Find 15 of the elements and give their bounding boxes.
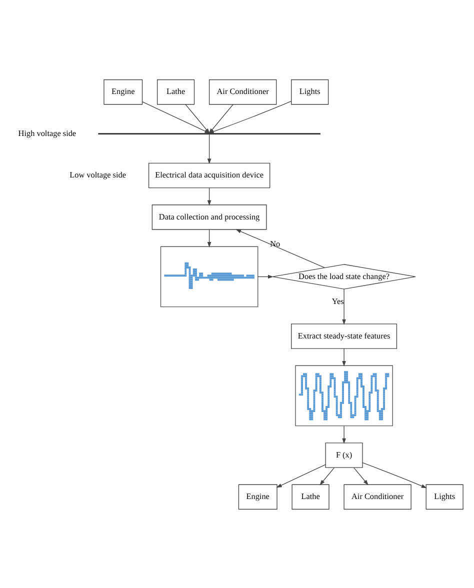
arrow bbox=[276, 464, 326, 488]
arrow bbox=[342, 425, 346, 444]
arrow bbox=[207, 187, 212, 206]
picture bbox=[160, 246, 258, 307]
arrow bbox=[362, 462, 427, 488]
picture bbox=[295, 364, 393, 426]
arrow bbox=[207, 228, 212, 248]
arrow bbox=[258, 274, 274, 278]
arrow bbox=[353, 466, 368, 485]
arrow bbox=[342, 348, 346, 366]
arrow bbox=[320, 466, 335, 485]
node-bar bbox=[98, 132, 320, 134]
arrow bbox=[342, 288, 346, 324]
arrow bbox=[207, 134, 212, 164]
arrow bbox=[236, 228, 325, 268]
